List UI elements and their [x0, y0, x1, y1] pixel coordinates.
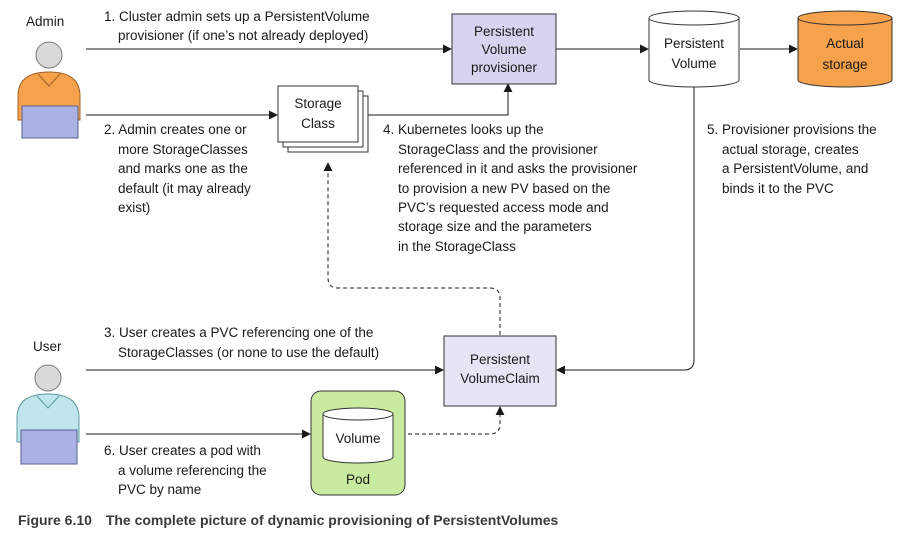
step-4-line: 4. Kubernetes looks up the: [383, 122, 544, 137]
user-label: User: [33, 339, 62, 354]
step-2-line: 2. Admin creates one or: [104, 122, 247, 137]
step-5-text: 5. Provisioner provisions the actual sto…: [707, 122, 877, 196]
figure-caption-text: The complete picture of dynamic provisio…: [105, 512, 559, 528]
dashed-arrow-pvc-to-storageclass: [323, 162, 501, 335]
pvc-node: Persistent VolumeClaim: [443, 335, 557, 407]
step-2-line: more StorageClasses: [118, 142, 248, 157]
actual-storage-node: Actual storage: [797, 10, 893, 88]
figure-number: Figure 6.10: [18, 512, 92, 528]
arrow-storageclass-to-provisioner: [368, 83, 513, 116]
provisioner-label-line2: Volume: [481, 42, 526, 57]
pod-node: Volume Pod: [310, 390, 406, 496]
step-4-line: StorageClass and the provisioner: [398, 142, 598, 157]
step-3-text: 3. User creates a PVC referencing one of…: [104, 325, 379, 360]
step-1-line: 1. Cluster admin sets up a PersistentVol…: [104, 9, 370, 24]
step-4-line: referenced in it and asks the provisione…: [398, 161, 638, 176]
step-2-line: and marks one as the: [118, 161, 248, 176]
figure-caption: Figure 6.10 The complete picture of dyna…: [18, 512, 558, 528]
admin-actor: Admin: [17, 14, 81, 139]
storageclass-label-line2: Class: [301, 116, 335, 131]
step-5-line: a PersistentVolume, and: [722, 161, 868, 176]
step-3-line: StorageClasses (or none to use the defau…: [118, 345, 379, 360]
storage-class-node: Storage Class: [277, 85, 369, 153]
step-5-line: binds it to the PVC: [722, 181, 834, 196]
arrow-pv-to-pvc: [556, 87, 695, 375]
pv-label-line2: Volume: [671, 56, 716, 71]
step-2-line: exist): [118, 200, 150, 215]
user-actor: User: [16, 339, 80, 465]
admin-person-icon: [17, 41, 81, 139]
provisioner-label-line1: Persistent: [474, 24, 534, 39]
step-6-line: 6. User creates a pod with: [104, 443, 261, 458]
step-6-line: PVC by name: [118, 482, 201, 497]
step-1-text: 1. Cluster admin sets up a PersistentVol…: [104, 9, 370, 43]
step-5-line: 5. Provisioner provisions the: [707, 122, 877, 137]
step-4-text: 4. Kubernetes looks up the StorageClass …: [383, 122, 638, 254]
step-6-line: a volume referencing the: [118, 463, 267, 478]
storage-label-line1: Actual: [826, 36, 864, 51]
step-4-line: PVC’s requested access mode and: [398, 200, 609, 215]
step-1-line: provisioner (if one’s not already deploy…: [118, 28, 368, 43]
persistent-volume-node: Persistent Volume: [648, 10, 740, 88]
volume-cylinder-icon: [322, 407, 394, 464]
step-2-line: default (it may already: [118, 181, 251, 196]
step-2-text: 2. Admin creates one or more StorageClas…: [104, 122, 251, 215]
admin-label: Admin: [26, 14, 64, 29]
step-5-line: actual storage, creates: [722, 142, 859, 157]
storage-cylinder-icon: [797, 10, 893, 88]
provisioner-label-line3: provisioner: [471, 60, 538, 75]
storageclass-label-line1: Storage: [294, 96, 341, 111]
step-6-text: 6. User creates a pod with a volume refe…: [104, 443, 267, 497]
step-4-line: to provision a new PV based on the: [398, 181, 610, 196]
user-person-icon: [16, 364, 80, 465]
document-stack-icon: [277, 85, 369, 153]
storage-label-line2: storage: [822, 57, 867, 72]
pvc-label-line1: Persistent: [470, 352, 530, 367]
pod-label: Pod: [346, 472, 370, 487]
step-4-line: in the StorageClass: [398, 239, 516, 254]
pv-cylinder-icon: [648, 10, 740, 88]
step-3-line: 3. User creates a PVC referencing one of…: [104, 325, 373, 340]
step-4-line: storage size and the parameters: [398, 219, 592, 234]
provisioner-node: Persistent Volume provisioner: [451, 13, 557, 85]
pv-label-line1: Persistent: [664, 36, 724, 51]
connectors: [86, 44, 798, 439]
volume-label: Volume: [335, 431, 380, 446]
pvc-label-line2: VolumeClaim: [460, 371, 540, 386]
dashed-arrow-volume-to-pvc: [394, 406, 505, 435]
